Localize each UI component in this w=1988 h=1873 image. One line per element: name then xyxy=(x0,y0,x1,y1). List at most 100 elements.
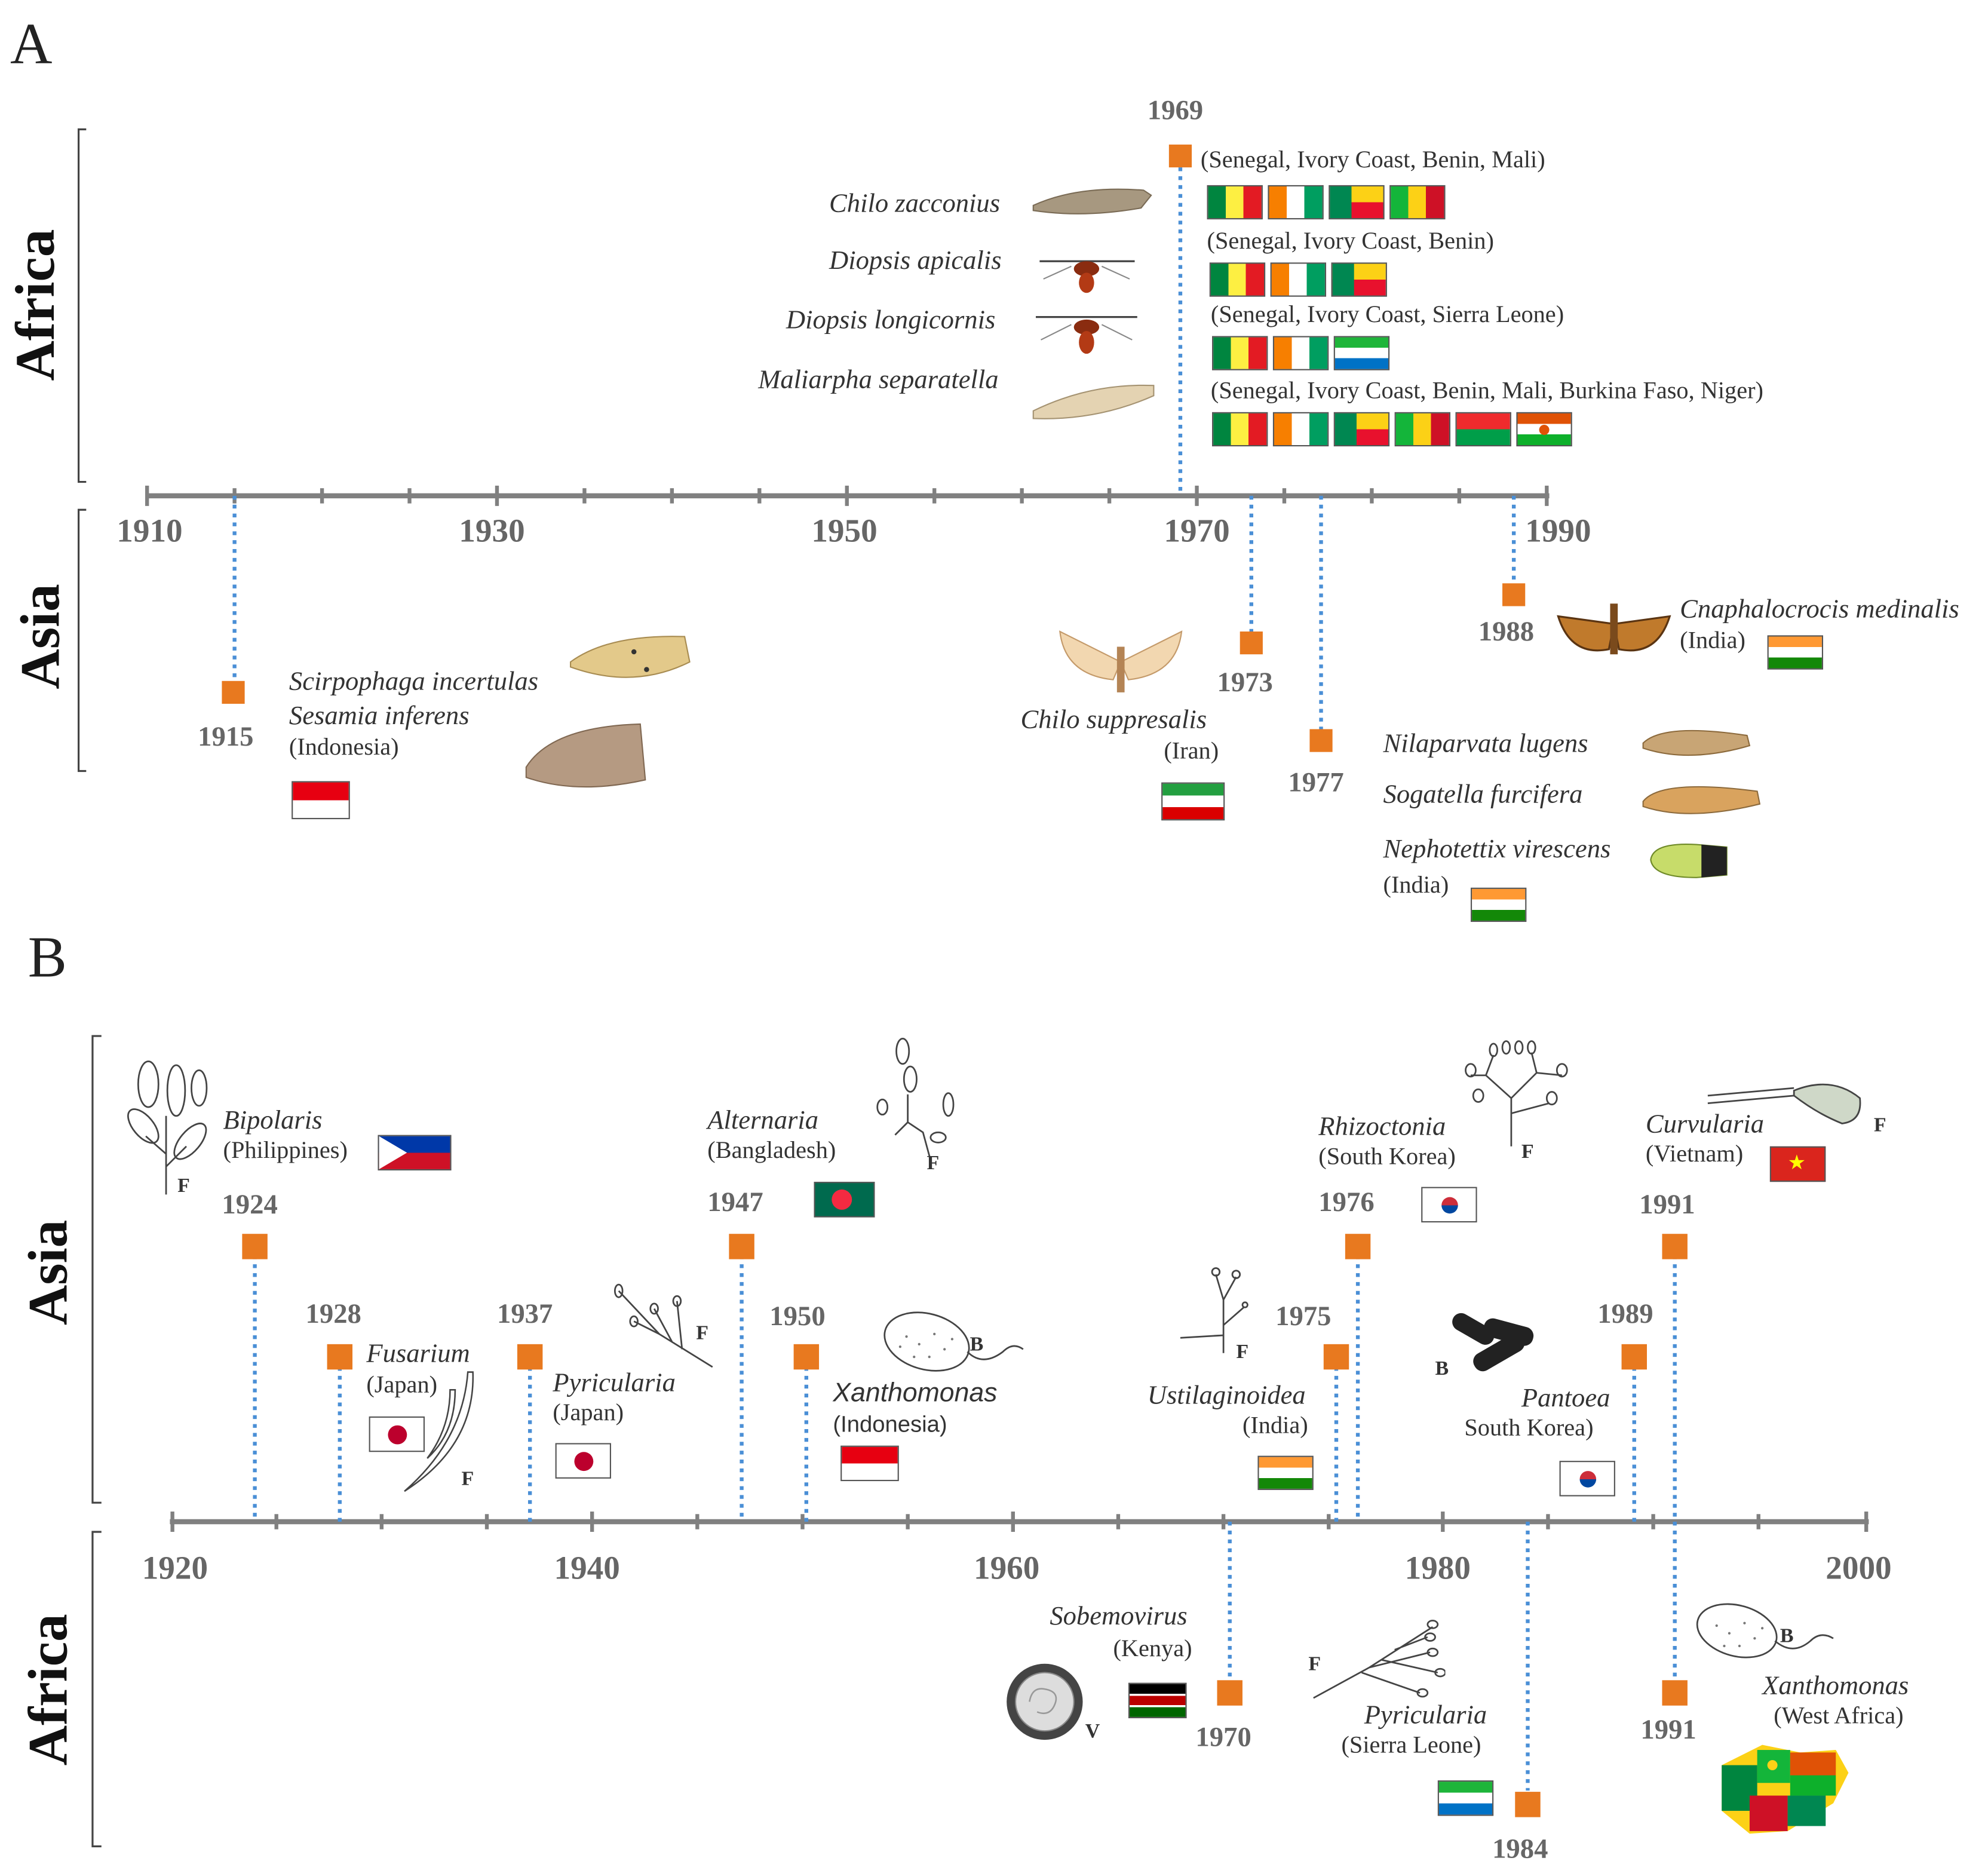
species-name: Sesamia inferens xyxy=(289,700,470,731)
ivory-coast-flag-icon xyxy=(1268,185,1324,220)
country-label: (Vietnam) xyxy=(1645,1141,1744,1168)
countries-label: (Senegal, Ivory Coast, Benin, Mali, Burk… xyxy=(1210,378,1763,405)
pathogen-name: Bipolaris xyxy=(223,1104,323,1135)
country-label: (Indonesia) xyxy=(833,1411,947,1437)
japan-flag-icon xyxy=(369,1416,425,1452)
sierra-leone-flag-icon xyxy=(1333,336,1390,370)
senegal-flag-icon xyxy=(1209,262,1266,297)
moth-image xyxy=(1032,384,1155,419)
year-label: 1970 xyxy=(1195,1721,1251,1753)
planthopper-image xyxy=(1642,786,1761,814)
countries-label: (Senegal, Ivory Coast, Benin, Mali) xyxy=(1200,147,1545,174)
country-label: (Iran) xyxy=(1164,738,1219,765)
year-label: 1928 xyxy=(305,1297,361,1329)
fungus-illustration xyxy=(1707,1083,1861,1124)
india-flag-icon xyxy=(1470,887,1527,922)
senegal-flag-icon xyxy=(1212,412,1268,447)
ivory-coast-flag-icon xyxy=(1272,336,1329,370)
panel-b-label: B xyxy=(27,924,67,989)
country-label: (South Korea) xyxy=(1318,1144,1456,1171)
year-label: 1915 xyxy=(198,720,254,752)
event-marker xyxy=(517,1344,543,1370)
moth-image xyxy=(1032,188,1152,214)
pathogen-type: B xyxy=(970,1334,984,1356)
bacterium-illustration xyxy=(883,1311,1024,1372)
moth-image xyxy=(1557,603,1671,655)
pathogen-type: F xyxy=(1521,1141,1534,1163)
senegal-flag-icon xyxy=(1207,185,1263,220)
year-label: 1988 xyxy=(1478,615,1535,647)
event-marker xyxy=(1309,729,1333,752)
stalk-eyed-fly-image xyxy=(1039,260,1135,293)
event-marker xyxy=(1345,1234,1371,1259)
countries-label: (Senegal, Ivory Coast, Sierra Leone) xyxy=(1210,302,1564,329)
tick-label: 1930 xyxy=(459,512,525,550)
vietnam-flag-icon: ★ xyxy=(1769,1146,1826,1182)
ivory-coast-flag-icon xyxy=(1270,262,1327,297)
country-label: (Japan) xyxy=(553,1400,624,1427)
tick-label: 1980 xyxy=(1404,1549,1471,1587)
moth-image xyxy=(570,636,691,678)
event-marker xyxy=(1168,144,1192,168)
species-name: Maliarpha separatella xyxy=(758,364,999,395)
year-label: 1976 xyxy=(1318,1185,1375,1218)
event-marker xyxy=(1323,1344,1349,1370)
fungus-illustration xyxy=(876,1037,955,1161)
pathogen-type: F xyxy=(461,1468,474,1490)
year-label: 1977 xyxy=(1288,765,1344,798)
region-asia-b: Asia xyxy=(17,1219,79,1326)
leafhopper-image xyxy=(1650,844,1728,878)
iran-flag-icon xyxy=(1161,782,1225,821)
species-name: Cnaphalocrocis medinalis xyxy=(1680,593,1959,624)
panel-b-lines xyxy=(91,1035,1869,1847)
panel-a-lines xyxy=(77,128,1550,773)
japan-flag-icon xyxy=(555,1443,611,1479)
species-name: Diopsis apicalis xyxy=(829,244,1002,275)
mali-flag-icon xyxy=(1394,412,1451,447)
year-label: 1991 xyxy=(1639,1188,1695,1220)
year-label: 1924 xyxy=(222,1188,278,1220)
tick-label: 2000 xyxy=(1826,1549,1892,1587)
moth-image xyxy=(525,723,646,788)
event-marker xyxy=(1240,632,1263,655)
pathogen-type: F xyxy=(926,1152,940,1175)
fungus-illustration xyxy=(613,1283,713,1368)
species-name: Nilaparvata lugens xyxy=(1383,728,1588,759)
benin-flag-icon xyxy=(1333,412,1390,447)
event-marker xyxy=(1502,583,1526,606)
fungus-illustration xyxy=(404,1371,474,1492)
pathogen-name: Xanthomonas xyxy=(833,1378,998,1408)
region-africa-a: Africa xyxy=(4,229,67,381)
year-label: 1937 xyxy=(496,1297,553,1329)
year-label: 1975 xyxy=(1275,1299,1332,1332)
tick-label: 1990 xyxy=(1525,512,1591,550)
burkina-faso-flag-icon xyxy=(1455,412,1511,447)
west-africa-flag-map xyxy=(1722,1745,1849,1834)
moth-image xyxy=(1059,630,1183,692)
pathogen-type: B xyxy=(1435,1358,1449,1380)
event-marker xyxy=(1621,1344,1647,1370)
fungus-illustration xyxy=(1313,1620,1446,1699)
country-label: (India) xyxy=(1242,1412,1308,1440)
tick-label: 1910 xyxy=(116,512,183,550)
philippines-flag-icon xyxy=(378,1135,452,1171)
species-name: Chilo suppresalis xyxy=(1020,703,1207,734)
year-label: 1950 xyxy=(769,1299,826,1332)
kenya-flag-icon xyxy=(1128,1682,1187,1718)
event-marker xyxy=(327,1344,353,1370)
pathogen-type: B xyxy=(1780,1626,1794,1648)
pathogen-type: F xyxy=(1873,1114,1886,1136)
pathogen-name: Curvularia xyxy=(1645,1108,1764,1139)
india-flag-icon xyxy=(1767,635,1824,670)
benin-flag-icon xyxy=(1329,185,1385,220)
year-label: 1973 xyxy=(1217,666,1273,698)
tick-label: 1970 xyxy=(1164,512,1230,550)
india-flag-icon xyxy=(1257,1455,1314,1490)
country-label: (Sierra Leone) xyxy=(1341,1732,1481,1759)
species-name: Scirpophaga incertulas xyxy=(289,666,539,697)
pathogen-name: Fusarium xyxy=(366,1338,470,1369)
tick-label: 1950 xyxy=(811,512,878,550)
species-name: Diopsis longicornis xyxy=(786,304,996,335)
event-marker xyxy=(1217,1680,1242,1706)
pathogen-name: Sobemovirus xyxy=(1050,1600,1188,1631)
